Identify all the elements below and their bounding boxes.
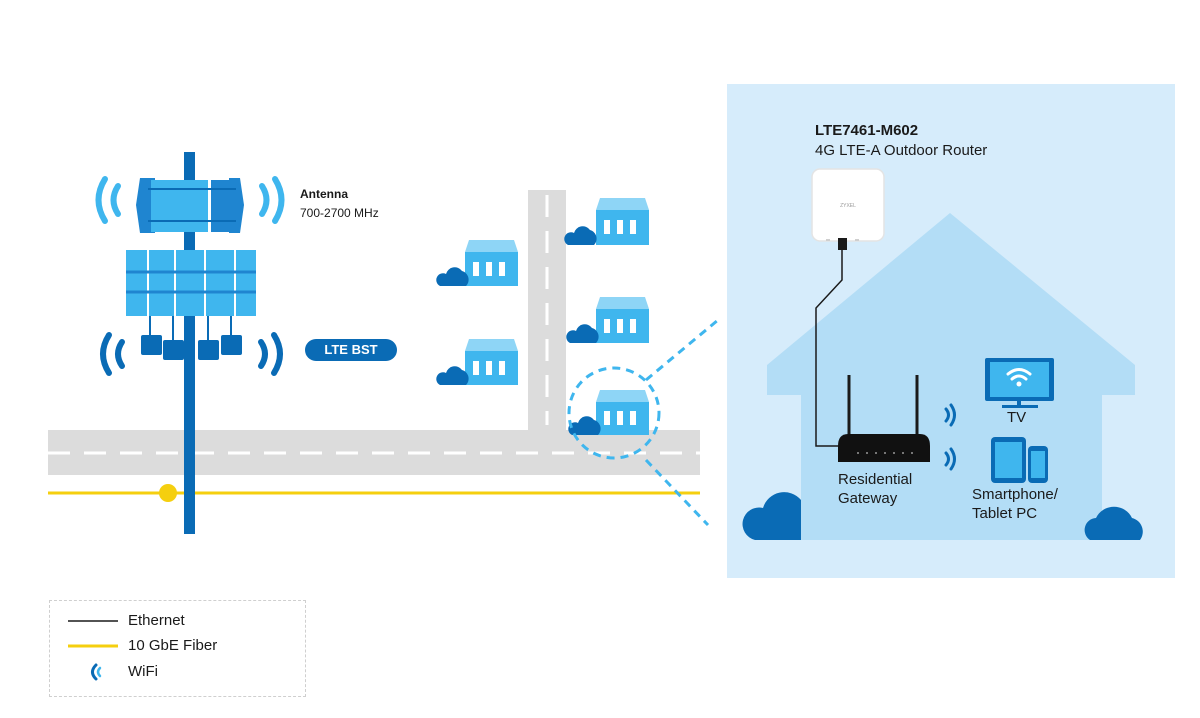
legend-item-wifi: WiFi [50,662,300,682]
router-brand: ZYXEL [840,203,856,209]
building [436,240,518,286]
wifi-icon [91,663,102,681]
legend: Ethernet 10 GbE Fiber WiFi [49,600,306,697]
devices-label: Smartphone/ Tablet PC [972,486,1058,522]
building [566,297,649,343]
upper-antenna-array [136,178,244,233]
fiber-line-swatch [68,644,118,648]
router-description: 4G LTE-A Outdoor Router [815,142,988,159]
antenna-frequency: 700-2700 MHz [300,206,379,220]
antenna-title: Antenna [300,187,348,201]
tv-icon [985,358,1054,408]
building [564,198,649,245]
tv-label: TV [1007,409,1027,426]
road [48,190,700,475]
ethernet-line-swatch [68,620,118,622]
tower-mast [184,152,195,534]
legend-item-fiber: 10 GbE Fiber [50,636,300,656]
antenna-signal-icon [95,176,285,224]
radio-units [141,335,242,360]
legend-item-ethernet: Ethernet [50,611,300,631]
tablet-phone-icon [991,437,1048,483]
legend-label: 10 GbE Fiber [128,637,218,654]
legend-label: Ethernet [128,612,185,629]
router-model: LTE7461-M602 [815,122,919,139]
lte-bst-badge: LTE BST [305,339,397,361]
outdoor-router-device: ZYXEL [811,168,885,250]
residential-gateway-device [838,375,930,462]
building [436,339,518,385]
cloud-icon [742,492,801,540]
gateway-label: Residential Gateway [838,471,913,507]
fiber-node [159,484,177,502]
wifi-signal-icon [944,403,956,471]
ethernet-cable [815,250,843,447]
cloud-icon [1084,506,1143,540]
highlighted-building [567,366,661,460]
legend-label: WiFi [128,663,158,680]
bst-signal-icon [100,332,283,376]
zoom-callout-lines [644,318,719,527]
middle-antenna-array [126,250,256,344]
